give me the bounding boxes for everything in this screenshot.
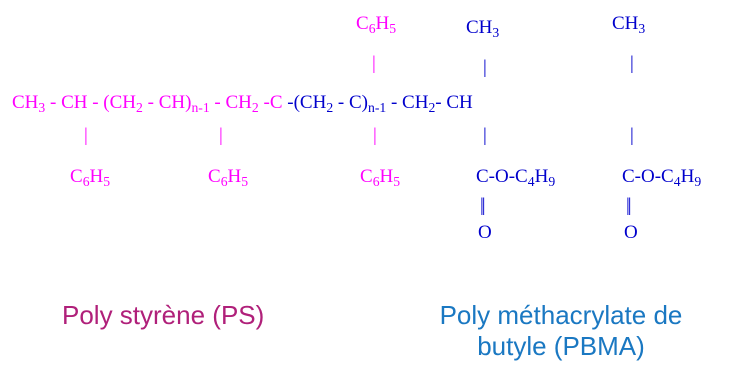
top-methyl-substituent-1: CH3 [466,17,500,40]
top-methyl-bond-1: | [483,57,487,78]
bottom-phenyl-bond-2: | [219,125,223,146]
bottom-phenyl-substituent-3: C6H5 [360,166,401,189]
bottom-ester-bond-2: | [630,125,634,146]
ps-chain-segment: CH3 - CH - (CH2 - CH)n-1 - CH2 -C [12,92,288,115]
pbma-caption-line-1: Poly méthacrylate de [439,300,683,330]
top-methyl-substituent-2: CH3 [612,13,646,36]
bottom-phenyl-bond-3: | [373,125,377,146]
carbonyl-oxygen-2: O [624,222,638,243]
pbma-caption: Poly méthacrylate de butyle (PBMA) [396,300,726,362]
pbma-chain-segment: -(CH2 - C)n-1 - CH2- CH [287,92,473,115]
bottom-phenyl-substituent-1: C6H5 [70,166,111,189]
top-phenyl-substituent: C6H5 [356,13,397,36]
pbma-caption-line-2: butyle (PBMA) [477,331,645,362]
bottom-phenyl-substituent-2: C6H5 [208,166,249,189]
ps-caption: Poly styrène (PS) [62,300,265,330]
ester-group-1: C-O-C4H9 [476,166,556,189]
top-methyl-bond-2: | [630,53,634,74]
main-polymer-chain: CH3 - CH - (CH2 - CH)n-1 - CH2 -C -(CH2 … [12,92,473,115]
carbonyl-double-bond-1: || [480,195,485,216]
bottom-ester-bond-1: | [483,125,487,146]
top-phenyl-bond: | [372,53,376,74]
bottom-phenyl-bond-1: | [84,125,88,146]
carbonyl-double-bond-2: || [626,195,631,216]
ester-group-2: C-O-C4H9 [622,166,702,189]
carbonyl-oxygen-1: O [478,222,492,243]
